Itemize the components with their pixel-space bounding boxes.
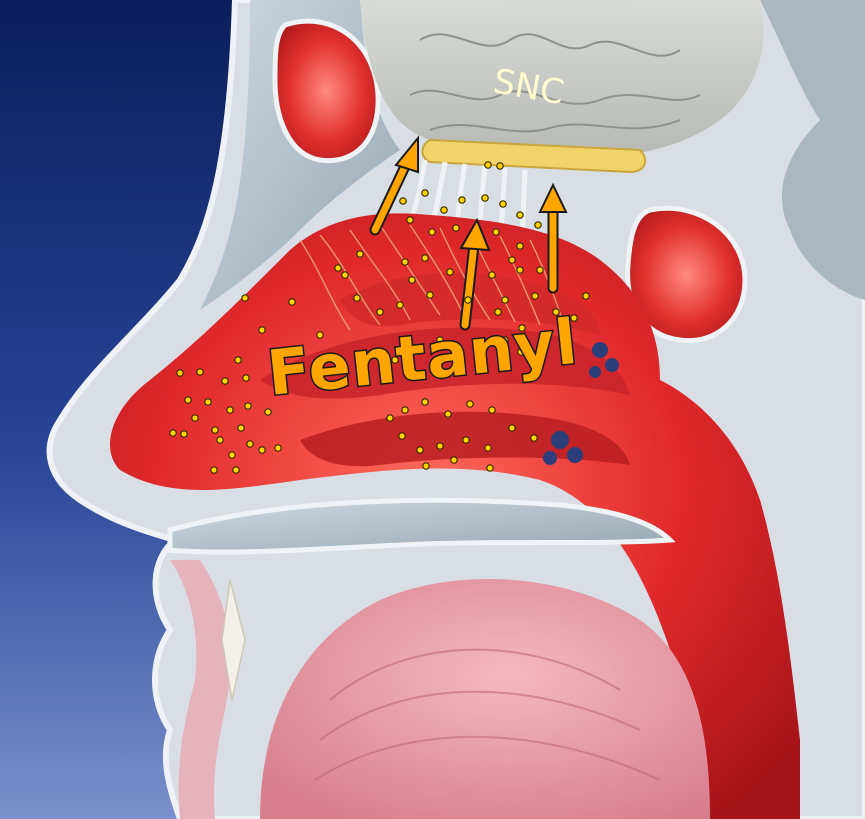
drug-particle [407, 217, 413, 223]
drug-particle [417, 447, 423, 453]
drug-particle [265, 409, 271, 415]
drug-particle [537, 267, 543, 273]
drug-particle [181, 431, 187, 437]
drug-particle [532, 293, 538, 299]
drug-particle [437, 443, 443, 449]
drug-particle [463, 437, 469, 443]
drug-particle [185, 397, 191, 403]
drug-particle [235, 357, 241, 363]
drug-particle [422, 190, 428, 196]
drug-particle [583, 293, 589, 299]
drug-particle [467, 401, 473, 407]
drug-particle [517, 212, 523, 218]
drug-particle [227, 407, 233, 413]
drug-particle [517, 267, 523, 273]
drug-particle [445, 411, 451, 417]
drug-particle [482, 195, 488, 201]
drug-particle [205, 399, 211, 405]
drug-particle [192, 415, 198, 421]
drug-particle [400, 198, 406, 204]
drug-particle [399, 433, 405, 439]
drug-particle [243, 375, 249, 381]
drug-particle [233, 467, 239, 473]
drug-particle [493, 229, 499, 235]
drug-particle [177, 370, 183, 376]
drug-particle [465, 297, 471, 303]
drug-particle [509, 257, 515, 263]
drug-particle [500, 201, 506, 207]
drug-particle [242, 295, 248, 301]
drug-particle [247, 441, 253, 447]
drug-particle [259, 447, 265, 453]
drug-particle [387, 415, 393, 421]
drug-particle [422, 255, 428, 261]
drug-particle [451, 457, 457, 463]
drug-particle [211, 467, 217, 473]
drug-particle [229, 452, 235, 458]
drug-particle [245, 403, 251, 409]
drug-particle [453, 225, 459, 231]
drug-particle [197, 369, 203, 375]
drug-particle [170, 430, 176, 436]
drug-particle [402, 259, 408, 265]
drug-particle [517, 243, 523, 249]
drug-particle [423, 463, 429, 469]
drug-particle [357, 251, 363, 257]
drug-particle [531, 435, 537, 441]
drug-particle [429, 229, 435, 235]
drug-particle [238, 425, 244, 431]
drug-particle [502, 297, 508, 303]
drug-particle [485, 162, 491, 168]
drug-particle [485, 445, 491, 451]
drug-particle [509, 425, 515, 431]
drug-particle [275, 445, 281, 451]
drug-particle [289, 299, 295, 305]
drug-particle [212, 427, 218, 433]
drug-particle [427, 292, 433, 298]
drug-particle [402, 407, 408, 413]
drug-particle [222, 378, 228, 384]
drug-particle [397, 302, 403, 308]
drug-particle [377, 309, 383, 315]
drug-particle [335, 265, 341, 271]
drug-particle [342, 272, 348, 278]
drug-particle [447, 269, 453, 275]
drug-particle [459, 197, 465, 203]
drug-particle [497, 163, 503, 169]
drug-particle [487, 465, 493, 471]
drug-particle [535, 222, 541, 228]
drug-particle [441, 207, 447, 213]
drug-particle [409, 277, 415, 283]
drug-particle [354, 295, 360, 301]
drug-particle [217, 437, 223, 443]
drug-particle [489, 272, 495, 278]
drug-particle [489, 407, 495, 413]
drug-particle [259, 327, 265, 333]
drug-particle [422, 399, 428, 405]
